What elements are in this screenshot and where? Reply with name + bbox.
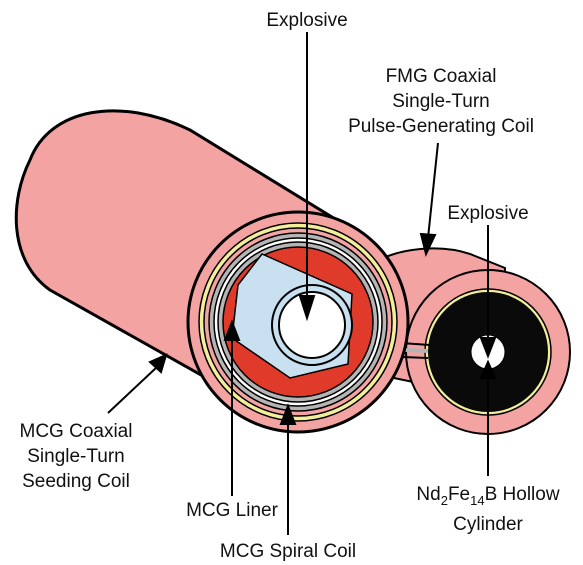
label-fmg-line3: Pulse-Generating Coil [348,116,534,137]
label-mcg-seeding-line3: Seeding Coil [22,471,130,492]
ndfeb-fe: Fe [448,484,470,505]
mcg-cylinder [16,111,408,432]
label-ndfeb-line2: Cylinder [453,514,523,535]
ndfeb-sub-14: 14 [470,493,484,508]
ndfeb-sub-2: 2 [441,493,448,508]
label-mcg-spiral-coil: MCG Spiral Coil [220,541,356,562]
label-explosive-top: Explosive [266,10,347,31]
ndfeb-nd: Nd [416,484,440,505]
label-mcg-seeding-line2: Single-Turn [27,446,125,467]
label-mcg-seeding-line1: MCG Coaxial [20,421,133,442]
label-fmg-line1: FMG Coaxial [386,66,497,87]
label-fmg-line2: Single-Turn [392,91,490,112]
label-explosive-right: Explosive [447,203,528,224]
ndfeb-b-hollow: B Hollow [485,484,560,505]
label-mcg-liner: MCG Liner [186,500,279,521]
label-ndfeb-line1: Nd2Fe14B Hollow [416,484,559,508]
